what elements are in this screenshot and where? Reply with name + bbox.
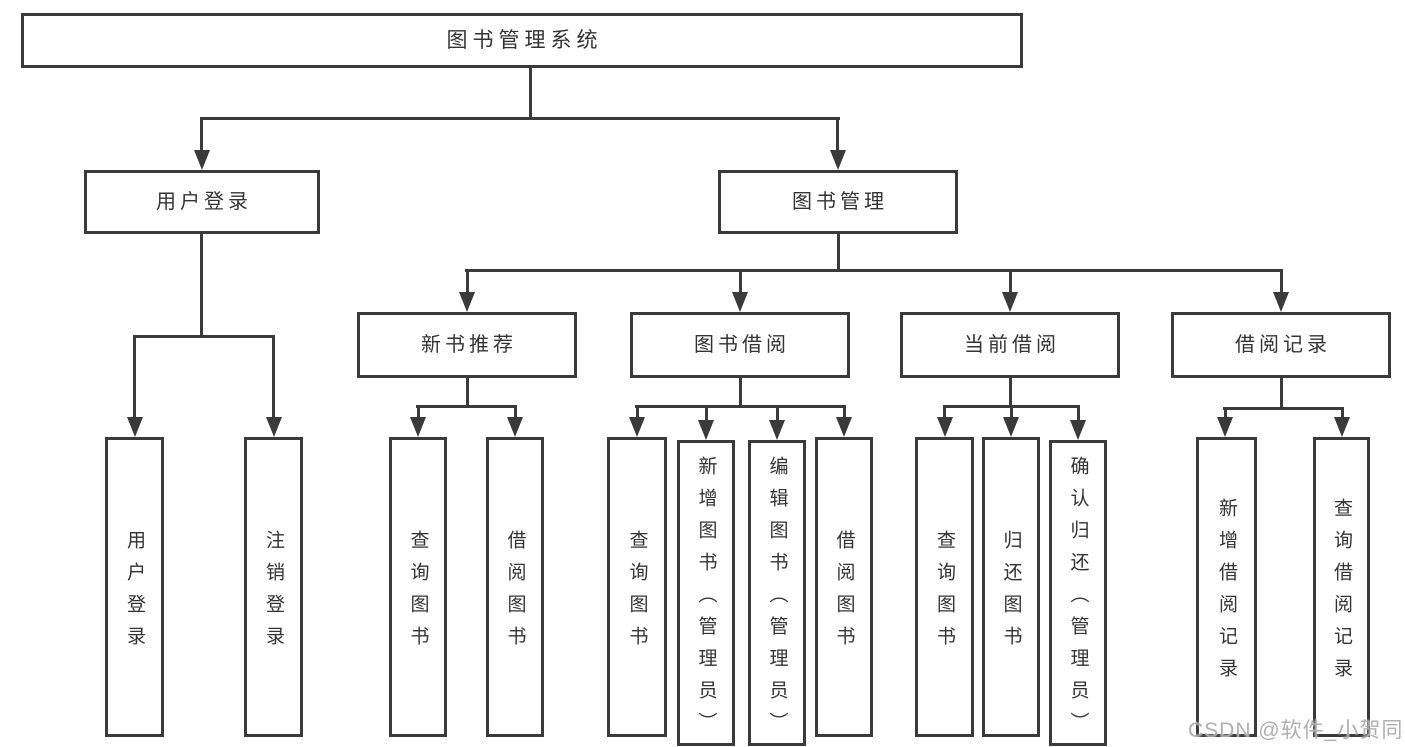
node-current-borrow: 当前借阅 [900, 312, 1120, 378]
csdn-watermark: CSDN @软件_小贺同学 [1188, 719, 1405, 742]
leaf-borrow-books-1-label: 借阅图书 [504, 529, 526, 658]
leaf-add-book-label: 新增图书（管理员） [695, 455, 717, 744]
leaf-edit-book: 编辑图书（管理员） [748, 440, 806, 746]
leaf-logout-label: 注销登录 [263, 529, 284, 658]
connector-root-trunk [529, 68, 532, 118]
arrowhead-leaf-user-login [127, 417, 143, 437]
node-user-login-label: 用户登录 [156, 191, 252, 213]
connector-book-management-bus [465, 269, 1283, 272]
connector-stem-book-borrow [739, 269, 742, 296]
node-book-management-label: 图书管理 [792, 191, 888, 213]
arrowhead-query-borrow-record [1334, 417, 1350, 437]
connector-user-login-trunk [200, 234, 203, 338]
connector-stem-book-management [836, 117, 839, 152]
leaf-user-login-label: 用户登录 [124, 529, 145, 658]
leaf-query-books-1: 查询图书 [389, 437, 447, 737]
connector-new-book-bus [416, 405, 517, 408]
leaf-query-borrow-record: 查询借阅记录 [1313, 437, 1370, 737]
leaf-logout: 注销登录 [244, 437, 303, 737]
connector-current-borrow-trunk [1009, 378, 1012, 408]
leaf-return-book: 归还图书 [982, 437, 1040, 737]
leaf-confirm-return-label: 确认归还（管理员） [1067, 455, 1089, 744]
node-book-management: 图书管理 [718, 170, 958, 234]
node-user-login: 用户登录 [84, 170, 320, 234]
connector-book-borrow-bus [635, 405, 846, 408]
connector-stem-user-login [200, 117, 203, 152]
arrowhead-query-books-3 [937, 417, 953, 437]
arrowhead-leaf-logout [266, 417, 282, 437]
connector-stem-current-borrow [1009, 269, 1012, 296]
connector-stem-leaf-logout [272, 335, 275, 420]
leaf-query-books-3: 查询图书 [915, 437, 974, 737]
arrowhead-query-books-1 [410, 417, 426, 437]
connector-stem-borrow-books-1 [514, 405, 517, 421]
connector-stem-add-borrow-record [1224, 407, 1227, 421]
node-borrow-record-label: 借阅记录 [1235, 334, 1331, 356]
arrowhead-borrow-record [1273, 292, 1289, 312]
leaf-add-borrow-record: 新增借阅记录 [1196, 437, 1257, 737]
leaf-query-books-1-label: 查询图书 [407, 529, 429, 658]
connector-stem-borrow-record [1280, 269, 1283, 296]
connector-stem-query-borrow-record [1341, 407, 1344, 421]
connector-book-management-trunk [837, 234, 840, 272]
leaf-query-books-3-label: 查询图书 [934, 529, 955, 658]
arrowhead-borrow-books-2 [836, 417, 852, 437]
arrowhead-return-book [1003, 417, 1019, 437]
connector-stem-query-books-2 [636, 405, 639, 421]
leaf-return-book-label: 归还图书 [1000, 529, 1022, 658]
connector-stem-leaf-user-login [133, 335, 136, 420]
arrowhead-query-books-2 [629, 417, 645, 437]
leaf-add-book: 新增图书（管理员） [677, 440, 735, 746]
node-root-label: 图书管理系统 [446, 29, 603, 52]
leaf-borrow-books-1: 借阅图书 [486, 437, 544, 737]
connector-borrow-record-trunk [1280, 378, 1283, 410]
connector-stem-return-book [1010, 405, 1013, 421]
node-borrow-record: 借阅记录 [1171, 312, 1391, 378]
node-book-borrow-label: 图书借阅 [694, 334, 790, 356]
node-new-book-recommend-label: 新书推荐 [421, 334, 517, 356]
node-new-book-recommend: 新书推荐 [357, 312, 577, 378]
arrowhead-borrow-books-1 [507, 417, 523, 437]
connector-stem-borrow-books-2 [843, 405, 846, 421]
connector-stem-add-book [705, 405, 708, 424]
arrowhead-book-management [830, 150, 846, 170]
connector-stem-confirm-return [1077, 405, 1080, 424]
node-root: 图书管理系统 [21, 13, 1023, 68]
arrowhead-confirm-return [1070, 420, 1086, 440]
leaf-borrow-books-2-label: 借阅图书 [833, 529, 855, 658]
leaf-query-borrow-record-label: 查询借阅记录 [1331, 497, 1352, 690]
arrowhead-add-borrow-record [1217, 417, 1233, 437]
arrowhead-book-borrow [732, 292, 748, 312]
arrowhead-new-book-recommend [459, 292, 475, 312]
arrowhead-user-login [194, 150, 210, 170]
connector-stem-query-books-3 [943, 405, 946, 421]
node-book-borrow: 图书借阅 [630, 312, 850, 378]
leaf-edit-book-label: 编辑图书（管理员） [766, 455, 788, 744]
connector-root-bus [200, 117, 840, 120]
leaf-borrow-books-2: 借阅图书 [815, 437, 873, 737]
connector-book-borrow-trunk [739, 378, 742, 408]
leaf-user-login: 用户登录 [105, 437, 164, 737]
connector-stem-new-book-recommend [466, 269, 469, 296]
arrowhead-current-borrow [1002, 292, 1018, 312]
connector-stem-edit-book [776, 405, 779, 424]
node-current-borrow-label: 当前借阅 [964, 334, 1060, 356]
leaf-query-books-2: 查询图书 [607, 437, 667, 737]
connector-stem-query-books-1 [417, 405, 420, 421]
connector-user-login-bus [133, 335, 275, 338]
leaf-query-books-2-label: 查询图书 [626, 529, 648, 658]
leaf-confirm-return: 确认归还（管理员） [1049, 440, 1107, 746]
arrowhead-edit-book [769, 420, 785, 440]
arrowhead-add-book [698, 420, 714, 440]
leaf-add-borrow-record-label: 新增借阅记录 [1216, 497, 1237, 690]
connector-new-book-trunk [466, 378, 469, 408]
connector-borrow-record-bus [1223, 407, 1344, 410]
